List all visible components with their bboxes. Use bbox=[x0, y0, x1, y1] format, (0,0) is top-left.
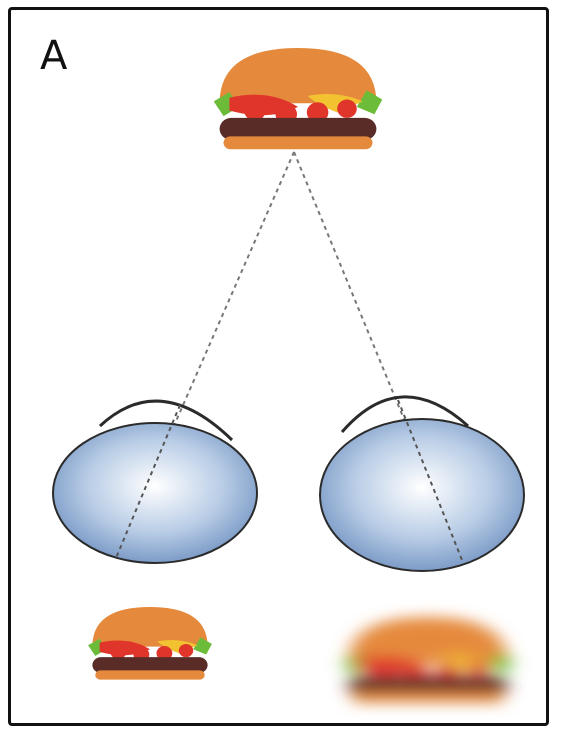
right-eye-icon bbox=[319, 395, 525, 572]
sight-line-right bbox=[293, 151, 463, 561]
blurred-burger-image-icon bbox=[342, 617, 514, 703]
sight-lines-inner bbox=[115, 399, 463, 561]
sharp-burger-image-icon bbox=[88, 607, 212, 680]
left-eye-icon bbox=[52, 399, 258, 564]
panel-label: A bbox=[40, 33, 68, 79]
burger-object-icon bbox=[213, 48, 383, 150]
